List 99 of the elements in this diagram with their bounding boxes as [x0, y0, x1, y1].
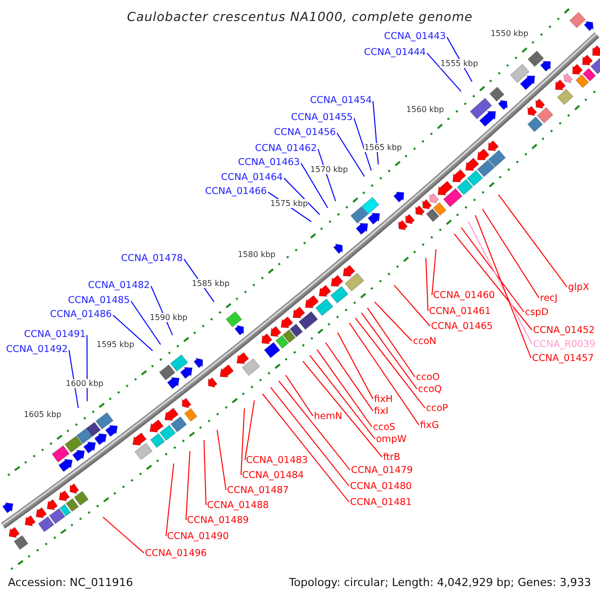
leader-line: [394, 284, 430, 326]
map-title: Caulobacter crescentus NA1000, complete genome: [127, 9, 473, 24]
leader-line: [337, 332, 374, 400]
position-label: 1575 kbp: [270, 199, 308, 208]
gene-label: CCNA_01480: [350, 480, 412, 492]
gene-label: fixH: [374, 394, 393, 404]
position-label: 1555 kbp: [440, 58, 478, 68]
leader-line: [498, 194, 568, 288]
gene-label: fixG: [420, 420, 439, 430]
position-label: 1570 kbp: [310, 165, 348, 174]
gene-label: CCNA_01461: [429, 306, 491, 316]
gene-label: CCNA_R0039: [533, 338, 596, 350]
gene-label: ccoN: [413, 336, 436, 346]
genome-stats-note: Topology: circular; Length: 4,042,929 bp; Genes: 3,933: [289, 576, 592, 588]
leader-line: [325, 342, 374, 412]
gene-label: CCNA_01464: [221, 172, 283, 182]
leader-line: [372, 100, 379, 165]
leader-line: [300, 162, 328, 208]
gene-label: CCNA_01454: [310, 94, 372, 106]
leader-line: [309, 354, 376, 440]
leader-line: [166, 463, 174, 536]
gene-label: CCNA_01488: [207, 500, 269, 510]
leader-line: [354, 317, 426, 408]
gene-label: CCNA_01457: [532, 352, 594, 364]
leader-line: [240, 408, 245, 476]
position-label: 1595 kbp: [96, 340, 134, 349]
gene-label: glpX: [568, 282, 590, 292]
gene-label: hemN: [314, 410, 342, 422]
gene-label: ccoP: [426, 402, 448, 414]
gene-label: CCNA_01463: [238, 156, 300, 168]
leader-line: [102, 516, 144, 554]
position-label: 1600 kbp: [66, 378, 104, 388]
leader-line: [482, 208, 540, 298]
gene-label: cspD: [525, 306, 549, 318]
position-label: 1590 kbp: [150, 313, 188, 322]
gene-label: CCNA_01489: [187, 514, 249, 526]
gene-label: CCNA_01466: [205, 186, 267, 196]
gene-label: fixI: [374, 406, 388, 416]
position-label: 1580 kbp: [238, 250, 276, 259]
gene-label: CCNA_01491: [24, 328, 86, 340]
gene-label: CCNA_01481: [350, 496, 412, 508]
gene-label: CCNA_01456: [274, 126, 336, 138]
gene-label: CCNA_01479: [351, 464, 413, 476]
leader-line: [302, 360, 382, 458]
gene-label: CCNA_01443: [384, 30, 446, 42]
gene-label: CCNA_01492: [6, 344, 68, 354]
leader-line: [426, 52, 462, 92]
position-label: 1565 kbp: [364, 142, 402, 152]
leader-line: [284, 178, 320, 216]
leader-line: [348, 322, 420, 426]
gene-label: CCNA_01482: [88, 280, 150, 290]
leader-line: [130, 300, 162, 345]
gene-label: ccoO: [416, 372, 440, 382]
leader-line: [468, 220, 532, 344]
gene-label: ccoS: [373, 422, 396, 432]
leader-line: [316, 349, 372, 428]
leader-line: [336, 132, 365, 177]
gene-label: CCNA_01462: [255, 142, 317, 154]
leader-line: [374, 301, 412, 342]
gene-label: CCNA_01444: [364, 46, 426, 58]
gene-label: CCNA_01496: [145, 548, 207, 558]
position-label: 1550 kbp: [490, 29, 528, 38]
gene-label: ompW: [376, 434, 406, 444]
leader-line: [216, 429, 226, 490]
gene-label: CCNA_01485: [68, 294, 130, 306]
leader-line: [454, 233, 532, 330]
leader-line: [262, 393, 350, 502]
leader-line: [285, 374, 314, 416]
leader-line: [270, 386, 350, 486]
leader-line: [460, 227, 524, 312]
leader-line: [474, 214, 532, 358]
leader-line: [366, 307, 416, 378]
position-label: 1585 kbp: [192, 279, 230, 288]
gene-label: CCNA_01486: [50, 308, 112, 320]
position-label: 1605 kbp: [24, 410, 62, 420]
gene-label: CCNA_01455: [291, 112, 353, 122]
gene-label: CCNA_01484: [242, 470, 304, 480]
position-label: 1560 kbp: [406, 105, 444, 114]
leader-line: [360, 312, 418, 390]
leader-line: [244, 400, 255, 460]
accession-note: Accession: NC_011916: [8, 576, 134, 588]
gene-label: CCNA_01460: [433, 290, 495, 300]
leader-line: [86, 334, 88, 402]
gene-label: CCNA_01478: [121, 252, 183, 264]
leader-line: [278, 380, 350, 470]
gene-label: CCNA_01487: [227, 484, 289, 496]
gene-label: CCNA_01452: [533, 324, 595, 336]
leader-line: [186, 450, 190, 520]
gene-label: CCNA_01490: [167, 530, 229, 542]
gene-label: ftrB: [383, 452, 400, 462]
leader-line: [425, 258, 428, 312]
leader-line: [354, 118, 372, 171]
leader-line: [112, 314, 154, 352]
gene-label: recJ: [540, 292, 558, 304]
gene-label: CCNA_01483: [246, 454, 308, 466]
gene-label: CCNA_01465: [431, 320, 493, 332]
gene-label: ccoQ: [418, 384, 442, 394]
leader-line: [204, 440, 206, 506]
leader-line: [432, 248, 436, 296]
